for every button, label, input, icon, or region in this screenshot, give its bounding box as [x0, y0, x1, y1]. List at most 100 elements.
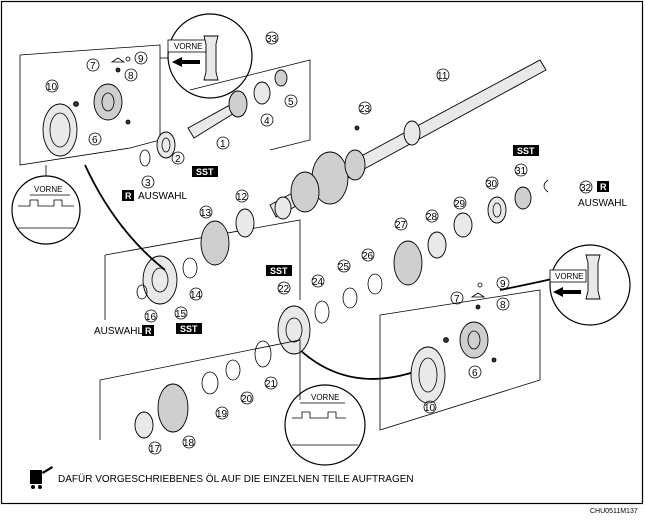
- callout-12: 12: [236, 192, 248, 203]
- part-24-ring: [314, 300, 330, 324]
- callout-27: 27: [395, 220, 407, 231]
- callout-9b: 9: [500, 279, 506, 290]
- group-input-shaft: [139, 59, 311, 167]
- part-9-ball: [125, 56, 131, 62]
- part-7-key: [110, 57, 126, 63]
- vorne-label-bottom: VORNE: [311, 393, 339, 402]
- main-shaft-gear-b: [290, 171, 320, 213]
- part-1-input-shaft: [187, 104, 237, 139]
- part-3-snap-ring: [139, 149, 151, 167]
- main-shaft-gear-c: [344, 149, 366, 181]
- callout-1: 1: [220, 139, 226, 150]
- callout-7b: 7: [454, 294, 460, 305]
- part-20-ring: [225, 359, 241, 381]
- part-28-needle-bearing: [427, 231, 447, 259]
- leader-curve-bottom: [299, 349, 421, 380]
- vorne-detail-circle-top: VORNE: [160, 13, 253, 99]
- part-6-hub: [93, 83, 123, 121]
- part-4-bearing: [253, 81, 271, 105]
- group-bottom-right: [379, 282, 541, 431]
- part-10b-sleeve: [410, 346, 446, 404]
- callout-10: 10: [46, 82, 58, 93]
- callout-32: 32: [580, 183, 592, 194]
- r-tag-2: R: [600, 182, 607, 192]
- vorne-label-right: VORNE: [555, 272, 583, 281]
- vorne-detail-circle-left: VORNE: [11, 165, 81, 245]
- sst-tag-4: SST: [180, 324, 198, 334]
- part-15-synchronizer: [142, 255, 178, 305]
- callout-25: 25: [338, 262, 350, 273]
- part-16-snap-ring: [136, 284, 148, 300]
- callout-22: 22: [278, 284, 290, 295]
- vorne-label-top: VORNE: [174, 42, 202, 51]
- part-13-gear: [200, 220, 230, 266]
- group-middle-left: [104, 208, 301, 320]
- callout-2: 2: [175, 154, 181, 165]
- vorne-detail-circle-right: VORNE: [549, 244, 631, 326]
- group-top-left: [19, 44, 161, 166]
- part-19-ring: [201, 371, 219, 395]
- callout-20: 20: [241, 394, 253, 405]
- vorne-label-left: VORNE: [34, 185, 62, 194]
- part-21-ring: [254, 340, 272, 368]
- callout-14: 14: [190, 290, 202, 301]
- part-17-needle-bearing: [134, 411, 154, 439]
- callout-8b: 8: [500, 300, 506, 311]
- part-ball: [125, 119, 131, 125]
- callout-9: 9: [138, 54, 144, 65]
- callout-4: 4: [264, 116, 270, 127]
- figure-frame: [0, 0, 644, 505]
- vorne-detail-circle-bottom: VORNE: [284, 384, 366, 466]
- auswahl-label-1: AUSWAHL: [138, 191, 188, 202]
- callout-6: 6: [92, 135, 98, 146]
- group-middle-right: [277, 231, 447, 355]
- group-bottom-left: [99, 339, 301, 440]
- callout-16: 16: [145, 312, 157, 323]
- part-31-nut: [514, 186, 532, 210]
- callout-21: 21: [265, 379, 277, 390]
- part-23-ball: [354, 125, 360, 131]
- part-key-spring: [73, 101, 79, 107]
- part-2-bearing: [156, 131, 176, 159]
- part-30-bearing: [487, 196, 507, 224]
- part-22-synchronizer: [277, 305, 311, 355]
- callout-31: 31: [515, 166, 527, 177]
- part-26-ring: [367, 273, 383, 295]
- part-5-needle-bearing: [274, 69, 288, 87]
- callout-28: 28: [426, 212, 438, 223]
- callout-33: 33: [266, 34, 278, 45]
- callout-3: 3: [145, 178, 151, 189]
- tool-tags: SST R AUSWAHL SST R AUSWAHL SST AUSWAHL …: [94, 145, 628, 337]
- callout-18: 18: [183, 438, 195, 449]
- part-32-snap-ring: [543, 179, 549, 193]
- auswahl-label-3: AUSWAHL: [94, 326, 144, 337]
- callout-23: 23: [359, 104, 371, 115]
- part-10-sleeve: [42, 103, 78, 157]
- callout-15: 15: [175, 309, 187, 320]
- oil-can-icon: [30, 466, 53, 489]
- part-6b-hub: [459, 321, 489, 359]
- sst-tag-3: SST: [270, 266, 288, 276]
- part-29-sleeve: [453, 212, 473, 238]
- callout-24: 24: [312, 277, 324, 288]
- callout-5: 5: [288, 97, 294, 108]
- part-8-spring: [115, 67, 121, 73]
- callout-8: 8: [128, 71, 134, 82]
- auswahl-label-2: AUSWAHL: [578, 198, 628, 209]
- footer-note: DAFÜR VORGESCHRIEBENES ÖL AUF DIE EINZEL…: [58, 473, 414, 485]
- group-main-shaft: [269, 59, 547, 220]
- part-12-needle-bearing: [235, 208, 255, 238]
- callout-26: 26: [362, 251, 374, 262]
- part-25-ring: [342, 287, 358, 309]
- callout-6b: 6: [472, 368, 478, 379]
- group-right-top: [453, 179, 549, 238]
- callout-10b: 10: [424, 403, 436, 414]
- r-tag-3: R: [145, 326, 152, 336]
- r-tag-1: R: [125, 191, 132, 201]
- leader-curve-left: [84, 164, 166, 271]
- part-18-gear: [157, 383, 189, 433]
- callout-labels: 1 2 3 4 5 6 7 8 9 10 11 12 13 14 15 16 1…: [45, 31, 593, 455]
- part-27-gear: [393, 240, 423, 286]
